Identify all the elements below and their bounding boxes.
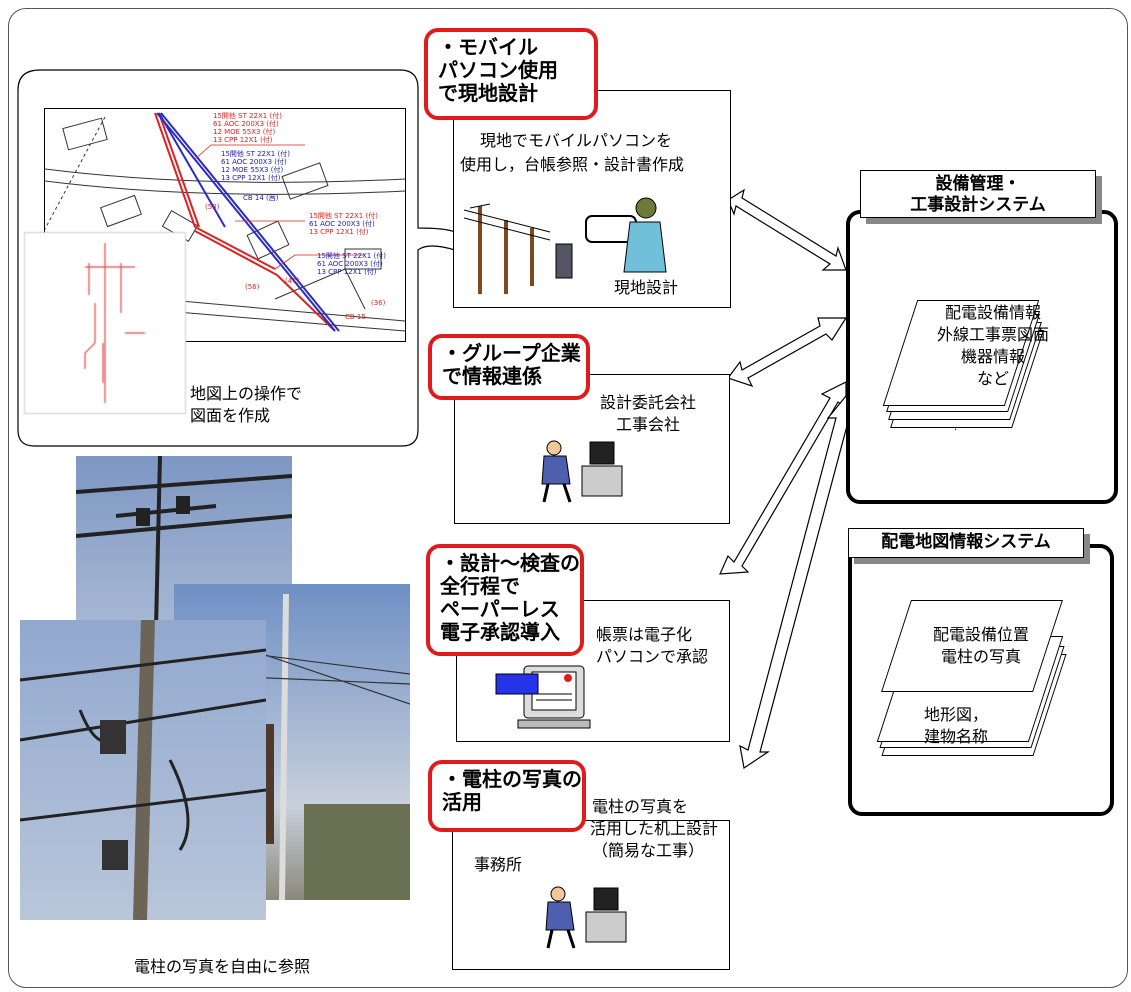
panel-desc: 帳票は電子化 [596, 625, 693, 644]
page-line: 配電設備情報 [944, 303, 1041, 322]
map-label: (56) [245, 283, 260, 291]
map-label: 61 AOC 200X3 (付) [317, 260, 383, 268]
tag-group: ・グループ企業 で情報連係 [428, 334, 590, 400]
facility-dot: . [954, 422, 958, 433]
map-label: 15開他 ST 22X1 (付) [221, 150, 290, 158]
map-label: 15開他 ST 22X1 (付) [317, 252, 386, 260]
panel-photo [452, 820, 730, 970]
panel-mobile [453, 90, 731, 308]
poles-and-worker-icon [463, 197, 667, 294]
map-label: 61 AOC 200X3 (付) [213, 120, 279, 128]
tag-line: ・電柱の写真の [442, 767, 582, 791]
page-line: 地形図， [924, 705, 989, 724]
page-line: 配電設備位置 [932, 625, 1029, 644]
tag-line: ・モバイル [438, 35, 538, 59]
map-label: (36) [371, 299, 386, 307]
tag-line: 全行程で [440, 574, 520, 598]
page-line: 機器情報 [960, 347, 1025, 366]
map-label: 13 CPP 12X1 (付) [213, 136, 273, 144]
tag-line: パソコン使用 [438, 58, 558, 82]
panel-sub: 現地設計 [614, 278, 679, 297]
panel-desc: パソコンで承認 [596, 647, 709, 666]
photo-caption: 電柱の写真を自由に参照 [134, 957, 311, 976]
tag-mobile: ・モバイル パソコン使用 で現地設計 [424, 28, 598, 120]
tag-line: 活用 [442, 790, 482, 814]
title-line: 工事設計システム [910, 195, 1046, 215]
map-label: 61 AOC 200X3 (付) [221, 158, 287, 166]
tag-approval: ・設計～検査の 全行程で ペーパーレス 電子承認導入 [426, 544, 584, 656]
panel-desc: 工事会社 [616, 415, 681, 434]
map-pages-top: 配電設備位置 電柱の写真 [906, 624, 1056, 668]
map-label: 15開他 ST 22X1 (付) [309, 212, 378, 220]
page-line: など [976, 369, 1009, 388]
panel-desc: 活用した机上設計 [590, 819, 719, 838]
panel-desc: 使用し，台帳参照・設計書作成 [460, 155, 685, 174]
tag-line: ・設計～検査の [440, 551, 580, 575]
map-label: 61 AOC 200X3 (付) [309, 220, 375, 228]
arrow-group [727, 317, 848, 388]
page-line: 電柱の写真 [940, 647, 1021, 666]
map-label: 15開他 ST 22X1 (付) [213, 112, 282, 120]
page-line: 建物名称 [924, 727, 989, 746]
map-system-title: 配電地図情報システム [848, 528, 1084, 558]
map-caption-line2: 図面を作成 [190, 406, 271, 425]
panel-desc: 現地でモバイルパソコンを [480, 131, 673, 150]
tag-line: 電子承認導入 [440, 620, 560, 644]
panel-sub: 事務所 [474, 855, 523, 874]
tag-line: ・グループ企業 [442, 341, 581, 365]
office-worker-icon [541, 440, 623, 503]
sketch-thumbnail [24, 232, 186, 414]
map-label: CB 14 (茜) [243, 194, 279, 202]
facility-system-title: 設備管理・ 工事設計システム [860, 170, 1096, 218]
map-label: (47) [285, 277, 300, 285]
page-line: 外線工事票図面 [936, 325, 1049, 344]
panel-desc: 電柱の写真を [592, 797, 689, 816]
tag-photo: ・電柱の写真の 活用 [428, 760, 586, 832]
map-label: 13 CPP 12X1 (付) [309, 228, 369, 236]
panel-desc: （簡易な工事） [592, 841, 705, 860]
map-label: (53) [205, 203, 220, 211]
tag-line: で情報連係 [442, 364, 542, 388]
tag-line: ペーパーレス [440, 597, 560, 621]
pole-photo-3 [20, 620, 266, 920]
title-line: 設備管理・ [935, 174, 1021, 194]
map-label: 13 CPP 12X1 (付) [317, 268, 377, 276]
tag-line: で現地設計 [438, 81, 538, 105]
map-caption-line1: 地図上の操作で [190, 384, 303, 403]
office-worker-icon [545, 886, 627, 949]
arrow-mobile [727, 188, 847, 271]
diagram-frame [8, 8, 1128, 988]
map-label: 13 CPP 12X1 (付) [221, 174, 281, 182]
map-label: 12 MOE 55X3 (付) [213, 128, 276, 136]
computer-approval-icon [495, 665, 591, 729]
panel-desc: 設計委託会社 [600, 393, 697, 412]
map-label: CB 15 [345, 313, 366, 321]
map-pages-bottom: 地形図， 建物名称 [924, 704, 988, 748]
map-label: 12 MOE 55X3 (付) [221, 166, 284, 174]
facility-pages-text: 配電設備情報 外線工事票図面 機器情報 など [918, 302, 1068, 390]
